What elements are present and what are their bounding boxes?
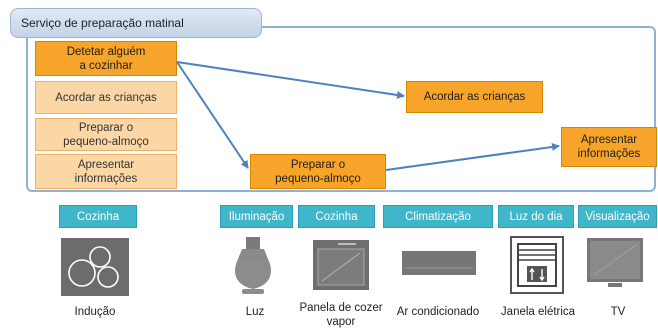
- air-conditioner-icon: [402, 251, 476, 275]
- category-climate: Climatização: [383, 205, 493, 228]
- device-label-tv: TV: [610, 306, 626, 318]
- category-kitchen: Cozinha: [59, 205, 137, 228]
- steam-cooker-icon: [313, 240, 369, 290]
- tv-icon: [587, 238, 643, 287]
- electric-window-icon: [510, 236, 564, 294]
- device-label-steam-cooker: Panela de cozer vapor: [299, 302, 383, 328]
- step-show-info: Apresentar informações: [35, 154, 177, 189]
- arrow-to-wake: [176, 61, 405, 99]
- step-prepare-breakfast: Preparar o pequeno-almoço: [35, 118, 177, 151]
- device-label-air-conditioner: Ar condicionado: [396, 306, 480, 318]
- category-daylight: Luz do dia: [498, 205, 574, 228]
- flow-step-prepare-breakfast: Preparar o pequeno-almoço: [250, 154, 386, 189]
- flow-step-show-info: Apresentar informações: [561, 127, 657, 167]
- category-display: Visualização: [578, 205, 657, 228]
- device-label-light: Luz: [245, 306, 265, 318]
- category-lighting: Iluminação: [220, 205, 293, 228]
- arrow-to-breakfast: [176, 61, 249, 169]
- induction-hob-icon: [61, 238, 129, 296]
- device-label-induction: Indução: [74, 306, 116, 318]
- step-detect-cooking: Detetar alguém a cozinhar: [35, 41, 177, 76]
- arrow-to-info: [385, 142, 560, 171]
- ceiling-lamp-icon: [234, 237, 272, 294]
- flow-step-wake-children: Acordar as crianças: [406, 81, 543, 113]
- category-kitchen-2: Cozinha: [298, 205, 375, 228]
- step-wake-children: Acordar as crianças: [35, 81, 177, 114]
- device-label-electric-window: Janela elétrica: [500, 306, 576, 318]
- flow-arrows: [176, 61, 560, 171]
- service-title: Serviço de preparação matinal: [10, 8, 262, 38]
